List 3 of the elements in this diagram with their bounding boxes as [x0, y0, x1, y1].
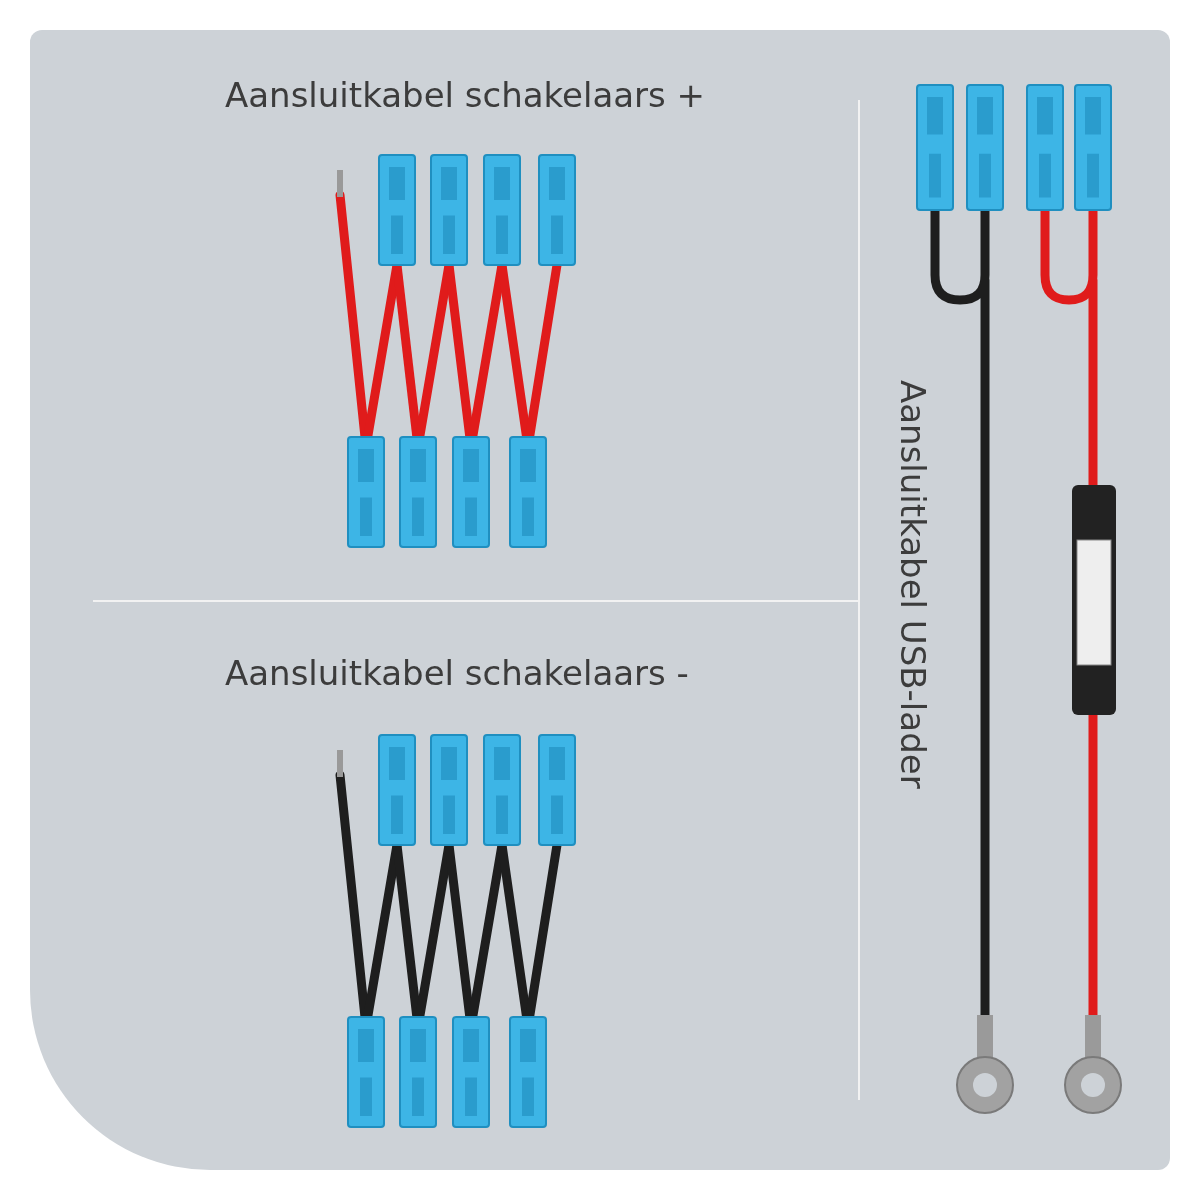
section-heading: Aansluitkabel schakelaars - — [225, 653, 689, 693]
section-heading: Aansluitkabel schakelaars + — [225, 75, 706, 115]
vertical-caption: Aansluitkabel USB-lader — [893, 380, 933, 789]
